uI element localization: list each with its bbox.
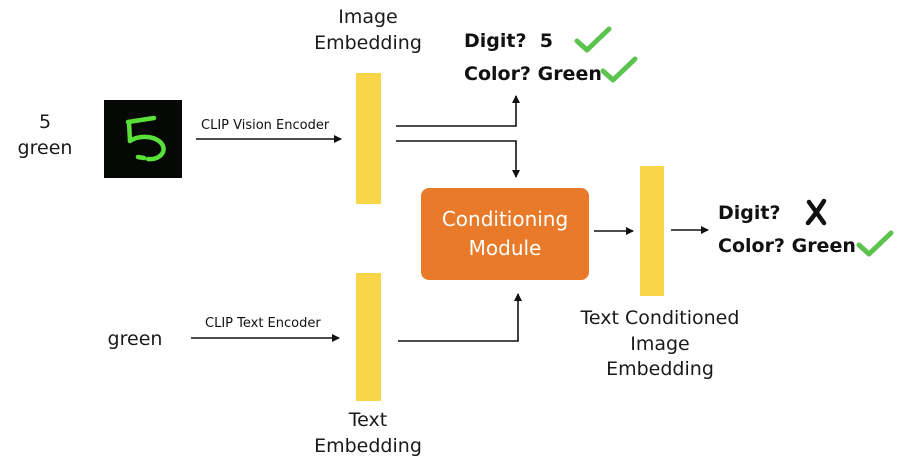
check-icon (856, 230, 894, 257)
image-embedding-label: Image Embedding (298, 5, 438, 56)
top-color-row: Color? Green (464, 63, 602, 85)
conditioned-embedding-label: Text Conditioned Image Embedding (565, 306, 755, 383)
top-color-answer: Green (537, 63, 602, 85)
text-embedding-label: Text Embedding (298, 408, 438, 459)
text-embedding-line2: Embedding (314, 434, 422, 457)
conditioned-line1: Text Conditioned (580, 307, 740, 329)
text-input-label: green (107, 328, 163, 350)
arrow-text-to-module (398, 293, 522, 342)
input-label: 5 green (12, 110, 78, 161)
text-embedding-bar (356, 273, 381, 401)
module-line1: Conditioning (441, 207, 569, 231)
bottom-color-row: Color? Green (718, 235, 856, 257)
conditioned-line2: Image (630, 332, 690, 355)
vision-encoder-label: CLIP Vision Encoder (201, 118, 330, 133)
input-color-word: green (17, 136, 73, 159)
conditioned-embedding-bar (640, 166, 664, 296)
digit-five-glyph (125, 115, 166, 162)
arrow-to-top-result (396, 95, 520, 127)
bottom-result: Digit? Color? Green (718, 198, 898, 264)
bottom-digit-row: Digit? (718, 202, 781, 224)
conditioning-module: Conditioning Module (421, 188, 589, 280)
top-digit-row: Digit? 5 (464, 30, 553, 52)
input-digit: 5 (38, 111, 52, 133)
text-encoder-label: CLIP Text Encoder (205, 316, 321, 331)
check-icon (600, 56, 638, 83)
top-color-question: Color? (464, 63, 531, 85)
bottom-digit-question: Digit? (718, 202, 781, 224)
top-digit-question: Digit? (464, 30, 527, 52)
check-icon (574, 26, 612, 53)
image-embedding-bar (356, 73, 381, 204)
top-result: Digit? 5 Color? Green (464, 26, 664, 92)
arrow-image-to-module (396, 140, 520, 178)
bottom-color-question: Color? (718, 235, 785, 257)
mnist-digit-image (104, 100, 182, 178)
image-embedding-line2: Embedding (314, 31, 422, 54)
conditioned-line3: Embedding (606, 358, 714, 381)
cross-icon (805, 198, 827, 226)
text-embedding-line1: Text (348, 409, 388, 431)
bottom-color-answer: Green (791, 235, 856, 257)
module-line2: Module (468, 236, 542, 260)
top-digit-answer: 5 (539, 30, 553, 52)
image-embedding-line1: Image (338, 6, 398, 28)
